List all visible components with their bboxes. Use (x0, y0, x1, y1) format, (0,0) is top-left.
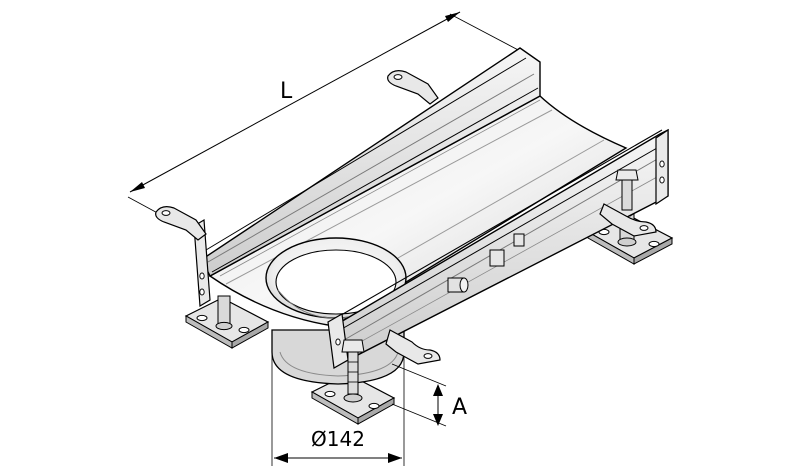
height-arrow-top (433, 384, 443, 396)
length-extension-line-right (449, 13, 523, 53)
length-arrow-right (445, 12, 460, 22)
mounting-bracket-front-right (599, 203, 657, 237)
mounting-bracket-front-center (385, 329, 441, 365)
channel-body (193, 47, 669, 369)
channel-underside-details (489, 233, 525, 267)
levelling-screw-rear (615, 169, 639, 211)
diameter-arrow-left (274, 453, 288, 463)
support-foot-front-left (184, 295, 270, 349)
height-label: A (452, 395, 467, 420)
height-extension-line-top (391, 363, 447, 387)
mounting-bracket-back-right (387, 70, 439, 105)
dimension-length: L (127, 11, 523, 237)
channel-end-plate-left (193, 218, 211, 308)
levelling-screw-front (341, 339, 365, 395)
side-knob (447, 277, 469, 293)
support-foot-front-center (310, 373, 396, 425)
height-arrow-bottom (433, 414, 443, 426)
length-dimension-line (129, 11, 461, 193)
diameter-label: Ø142 (311, 427, 365, 451)
length-label: L (280, 79, 293, 104)
dimension-height: A (391, 363, 467, 427)
diameter-arrow-right (388, 453, 402, 463)
mounting-bracket-back-left (155, 206, 207, 241)
length-arrow-left (130, 182, 145, 192)
dimension-diameter: Ø142 (271, 338, 405, 466)
